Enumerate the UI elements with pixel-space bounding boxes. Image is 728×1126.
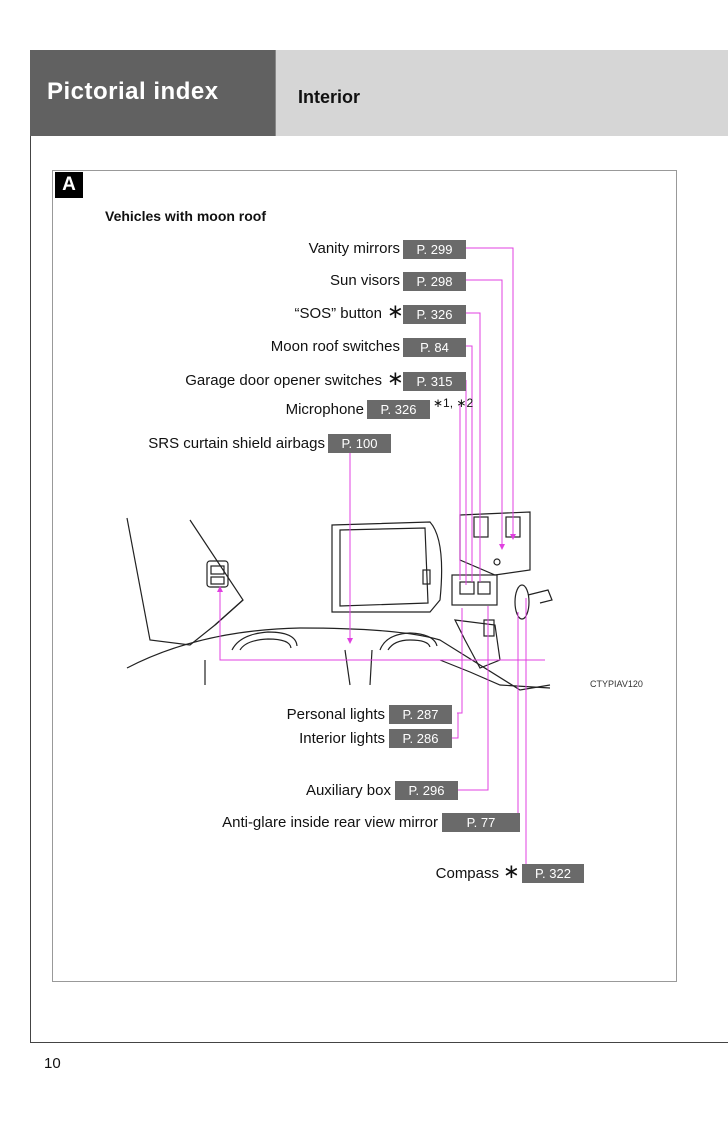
page-ref-garage-door-opener[interactable]: P. 315 <box>403 372 466 391</box>
interior-illustration <box>126 511 553 691</box>
page-ref-auxiliary-box[interactable]: P. 296 <box>395 781 458 800</box>
page-ref-moon-roof-switches[interactable]: P. 84 <box>403 338 466 357</box>
leader-sos-button <box>466 312 481 582</box>
page-ref-compass[interactable]: P. 322 <box>522 864 584 883</box>
label-microphone: Microphone <box>285 401 364 418</box>
label-anti-glare-mirror: Anti-glare inside rear view mirror <box>222 814 438 831</box>
header-subsection-title: Interior <box>298 87 361 107</box>
leader-personal-lights <box>457 608 463 714</box>
content-box <box>52 170 677 982</box>
footnote-marker: ∗1, ∗2 <box>433 396 474 410</box>
leader-vanity-mirrors <box>466 247 514 535</box>
label-auxiliary-box: Auxiliary box <box>305 782 391 799</box>
page-ref-anti-glare-mirror[interactable]: P. 77 <box>442 813 520 832</box>
page-ref-sun-visors[interactable]: P. 298 <box>403 272 466 291</box>
leader-moon-roof-switches <box>466 345 473 582</box>
label-garage-door-opener: Garage door opener switches <box>185 372 382 389</box>
header-section-title: Pictorial index <box>47 78 219 105</box>
leader-auxiliary-box <box>458 606 489 791</box>
leader-anti-glare-mirror <box>517 612 520 823</box>
page-ref-interior-lights[interactable]: P. 286 <box>389 729 452 748</box>
label-sun-visors: Sun visors <box>329 272 400 289</box>
label-moon-roof-switches: Moon roof switches <box>270 338 400 355</box>
page-ref-vanity-mirrors[interactable]: P. 299 <box>403 240 466 259</box>
leader-sun-visors <box>466 279 503 545</box>
asterisk-icon: ∗ <box>503 861 520 883</box>
header-section-tab: Pictorial index <box>30 50 275 136</box>
page-ref-personal-lights[interactable]: P. 287 <box>389 705 452 724</box>
leader-interior-lights <box>452 713 459 739</box>
label-srs-curtain-airbags: SRS curtain shield airbags <box>148 435 325 452</box>
leader-srs-left <box>219 590 545 661</box>
label-sos-button: “SOS” button <box>294 305 382 322</box>
asterisk-icon: ∗ <box>387 368 404 390</box>
page-ref-sos-button[interactable]: P. 326 <box>403 305 466 324</box>
section-badge: A <box>55 172 83 198</box>
section-title: Vehicles with moon roof <box>105 208 267 224</box>
label-vanity-mirrors: Vanity mirrors <box>308 240 400 257</box>
page-number: 10 <box>44 1055 61 1072</box>
label-compass: Compass <box>435 865 499 882</box>
figure-code: CTYPIAV120 <box>590 679 643 689</box>
page-ref-microphone[interactable]: P. 326 <box>367 400 430 419</box>
label-personal-lights: Personal lights <box>286 706 385 723</box>
header-subsection-tab: Interior <box>275 50 728 136</box>
label-interior-lights: Interior lights <box>299 730 385 747</box>
asterisk-icon: ∗ <box>387 301 404 323</box>
page-ref-srs-curtain-airbags[interactable]: P. 100 <box>328 434 391 453</box>
